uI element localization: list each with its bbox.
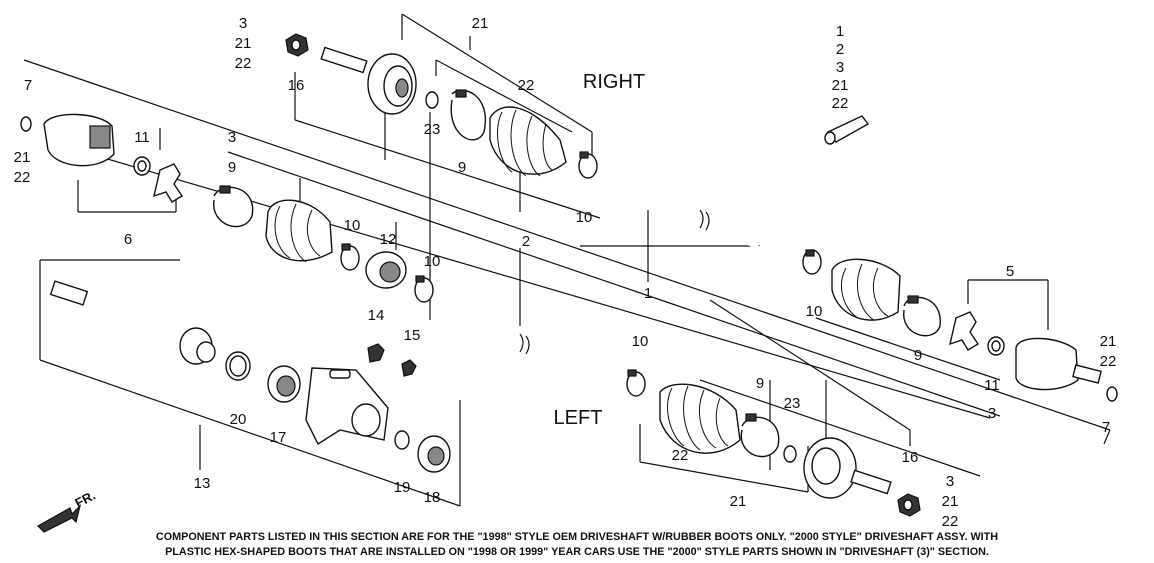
tripod-joint-right	[949, 311, 979, 351]
callout: 9	[228, 159, 236, 176]
left-shaft-group	[20, 113, 921, 517]
callout: 3	[239, 15, 247, 32]
callout: 23	[784, 395, 801, 412]
callout: 5	[1006, 263, 1014, 280]
callout: 11	[134, 129, 150, 146]
callout: 10	[344, 217, 361, 234]
bearing-support-bracket	[305, 367, 389, 446]
callout: 21	[472, 15, 489, 32]
callout: 2	[836, 41, 844, 58]
callout: 22	[942, 513, 959, 530]
callout: 22	[518, 77, 535, 94]
callout: 3	[988, 405, 996, 422]
callout: 21	[235, 35, 252, 52]
callout: 13	[194, 475, 211, 492]
callout: 12	[380, 231, 397, 248]
callout: 16	[288, 77, 305, 94]
outer-boot-right	[489, 106, 567, 175]
right-shaft-group	[285, 33, 1118, 402]
callout: 14	[368, 307, 385, 324]
callout: 21	[942, 493, 959, 510]
callout: 22	[672, 447, 689, 464]
callout: 21	[14, 149, 31, 166]
footnote-line-2: PLASTIC HEX-SHAPED BOOTS THAT ARE INSTAL…	[165, 546, 989, 558]
callout: 16	[902, 449, 919, 466]
tripod-joint-left	[153, 163, 183, 203]
front-arrow	[37, 504, 82, 533]
right-side-label: RIGHT	[583, 71, 645, 93]
bolt-15	[401, 359, 417, 377]
callout: 1	[836, 23, 844, 40]
callout: 7	[1102, 419, 1110, 436]
callout: 2	[522, 233, 530, 250]
callout: 9	[914, 347, 922, 364]
callout: 21	[730, 493, 747, 510]
callout: 9	[756, 375, 764, 392]
callout: 3	[946, 473, 954, 490]
left-side-label: LEFT	[554, 407, 603, 429]
callout: 23	[424, 121, 441, 138]
grease-kit	[824, 115, 870, 145]
callout: 1	[644, 285, 652, 302]
callout: 22	[235, 55, 252, 72]
callout: 9	[458, 159, 466, 176]
callout: 3	[228, 129, 236, 146]
callout: 10	[576, 209, 593, 226]
callout: 6	[124, 231, 132, 248]
callout: 11	[984, 377, 1000, 394]
callout: 20	[230, 411, 247, 428]
callout: 22	[1100, 353, 1117, 370]
callout: 21	[1100, 333, 1117, 350]
inner-boot-left	[265, 199, 333, 262]
inner-joint-housing-right	[1015, 337, 1079, 391]
callout: 21	[832, 77, 849, 94]
outer-spline-end	[320, 46, 368, 74]
boot-band-large	[450, 89, 487, 141]
inner-boot-right	[831, 258, 901, 321]
callout: 10	[632, 333, 649, 350]
callout: 18	[424, 489, 441, 506]
intermediate-shaft-group	[49, 280, 451, 473]
callout: 7	[24, 77, 32, 94]
callout: 3	[836, 59, 844, 76]
bolt-14	[367, 343, 385, 363]
leader-lines	[23, 13, 1111, 507]
footnote-line-1: COMPONENT PARTS LISTED IN THIS SECTION A…	[156, 531, 998, 543]
front-indicator-label: FR.	[72, 488, 98, 511]
callout: 10	[424, 253, 441, 270]
callout: 17	[270, 429, 287, 446]
callout: 15	[404, 327, 421, 344]
callout: 19	[394, 479, 411, 496]
callout-numbers: 7 21 22 11 6 9 3 10 12 10 14 15 3 21 22 …	[14, 15, 1117, 530]
callout: 10	[806, 303, 823, 320]
circlip-23	[425, 91, 439, 109]
callout: 22	[832, 95, 849, 112]
callout: 22	[14, 169, 31, 186]
